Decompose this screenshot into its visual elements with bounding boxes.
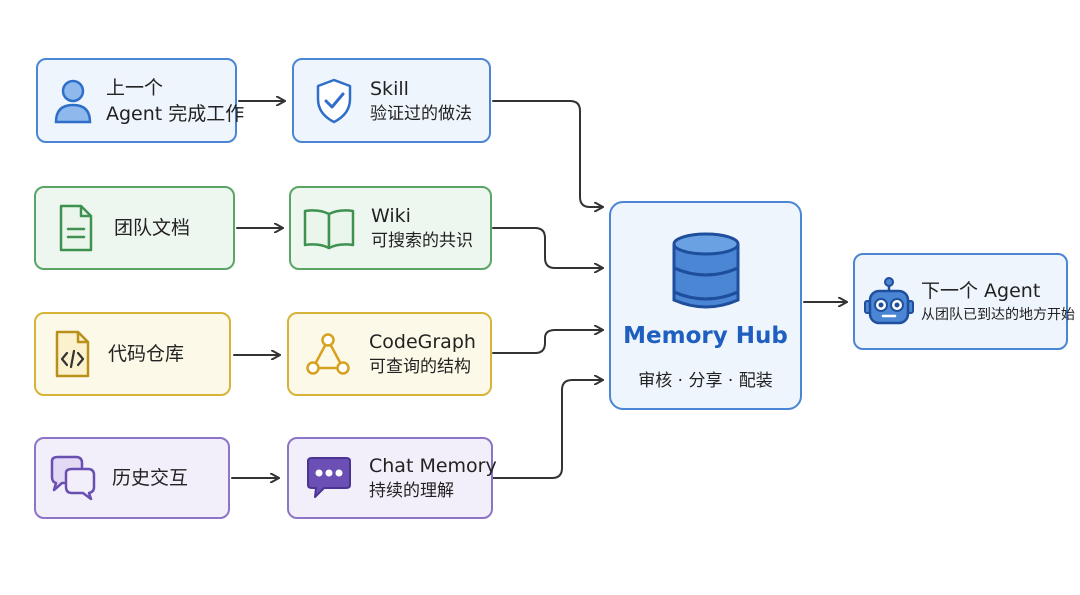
memory-title: Chat Memory: [369, 455, 497, 477]
chat-bubbles-icon: [46, 453, 96, 503]
memory-chat: Chat Memory 持续的理解: [287, 437, 497, 519]
source-label: 历史交互: [112, 467, 189, 489]
hub-title: Memory Hub: [623, 323, 788, 349]
arrow-chatmemory-to-hub: [492, 380, 602, 479]
source-previous-agent: 上一个 Agent 完成工作: [36, 58, 244, 143]
memory-desc: 持续的理解: [369, 481, 454, 501]
memory-codegraph: CodeGraph 可查询的结构: [287, 312, 492, 396]
speech-bubble-icon: [303, 453, 355, 503]
memory-skill: Skill 验证过的做法: [292, 58, 491, 143]
memory-desc: 可查询的结构: [369, 357, 471, 377]
arrow-wiki-to-hub: [492, 227, 602, 268]
memory-desc: 验证过的做法: [370, 103, 472, 124]
graph-icon: [303, 329, 353, 379]
arrow-skill-to-hub: [492, 100, 602, 207]
memory-desc: 可搜索的共识: [371, 231, 473, 251]
output-desc: 从团队已到达的地方开始: [921, 306, 1075, 323]
arrow-codegraph-to-hub: [492, 330, 602, 354]
source-label-line2: Agent 完成工作: [106, 102, 245, 125]
code-file-icon: [50, 327, 94, 381]
book-icon: [301, 203, 357, 253]
memory-title: Wiki: [371, 205, 411, 227]
output-title: 下一个 Agent: [921, 279, 1041, 302]
hub-subtitle: 审核 · 分享 · 配装: [638, 371, 773, 391]
shield-check-icon: [312, 74, 356, 128]
source-label: 代码仓库: [108, 343, 185, 365]
source-label-line1: 上一个: [106, 76, 164, 99]
memory-title: Skill: [370, 77, 409, 100]
user-icon: [52, 75, 94, 127]
source-history: 历史交互: [34, 437, 230, 519]
robot-icon: [863, 274, 915, 330]
source-team-docs: 团队文档: [34, 186, 235, 270]
database-icon: [670, 230, 742, 320]
memory-title: CodeGraph: [369, 331, 476, 353]
source-label: 团队文档: [114, 217, 191, 239]
document-icon: [54, 201, 98, 255]
source-code-repo: 代码仓库: [34, 312, 231, 396]
output-next-agent: 下一个 Agent 从团队已到达的地方开始: [853, 253, 1075, 350]
memory-wiki: Wiki 可搜索的共识: [289, 186, 492, 270]
